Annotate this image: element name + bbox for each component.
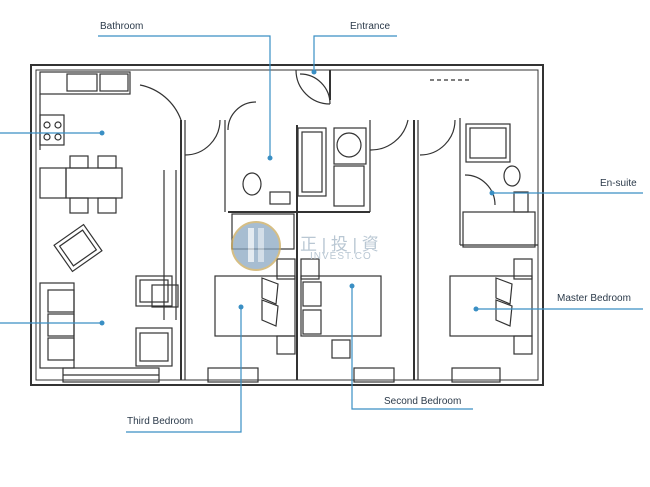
leader-third [126, 307, 242, 433]
sofa [39, 282, 75, 369]
dining-table [65, 167, 123, 199]
watermark-latin: INVEST.CO [310, 251, 372, 262]
label-third-bedroom: Third Bedroom [127, 416, 194, 427]
door-bath [227, 101, 257, 131]
label-en-suite: En-suite [600, 178, 637, 189]
leader-entrance [313, 35, 397, 72]
label-entrance: Entrance [350, 21, 391, 32]
bed-second [300, 275, 382, 337]
door-entrance [295, 69, 331, 105]
toilet-ensuite [503, 165, 521, 187]
watermark-chinese: 正 | 投 | 資 [300, 235, 379, 254]
shower [465, 123, 511, 163]
leader-second [351, 286, 473, 410]
outer-wall [30, 64, 544, 386]
door-master [419, 119, 456, 156]
toilet-bath [242, 172, 262, 196]
bathtub [297, 127, 327, 197]
bed-third [214, 275, 296, 337]
label-bathroom: Bathroom [100, 21, 144, 32]
door-kitchen [139, 84, 182, 121]
door-third [184, 119, 221, 156]
kitchen-counter [39, 71, 131, 95]
door-ensuite [464, 174, 496, 206]
label-master-bedroom: Master Bedroom [557, 293, 631, 304]
bed-master [449, 275, 533, 337]
door-second [369, 119, 409, 151]
label-second-bedroom: Second Bedroom [384, 396, 462, 407]
watermark-logo [231, 221, 281, 271]
leader-bathroom [98, 35, 271, 158]
basin [336, 132, 362, 158]
